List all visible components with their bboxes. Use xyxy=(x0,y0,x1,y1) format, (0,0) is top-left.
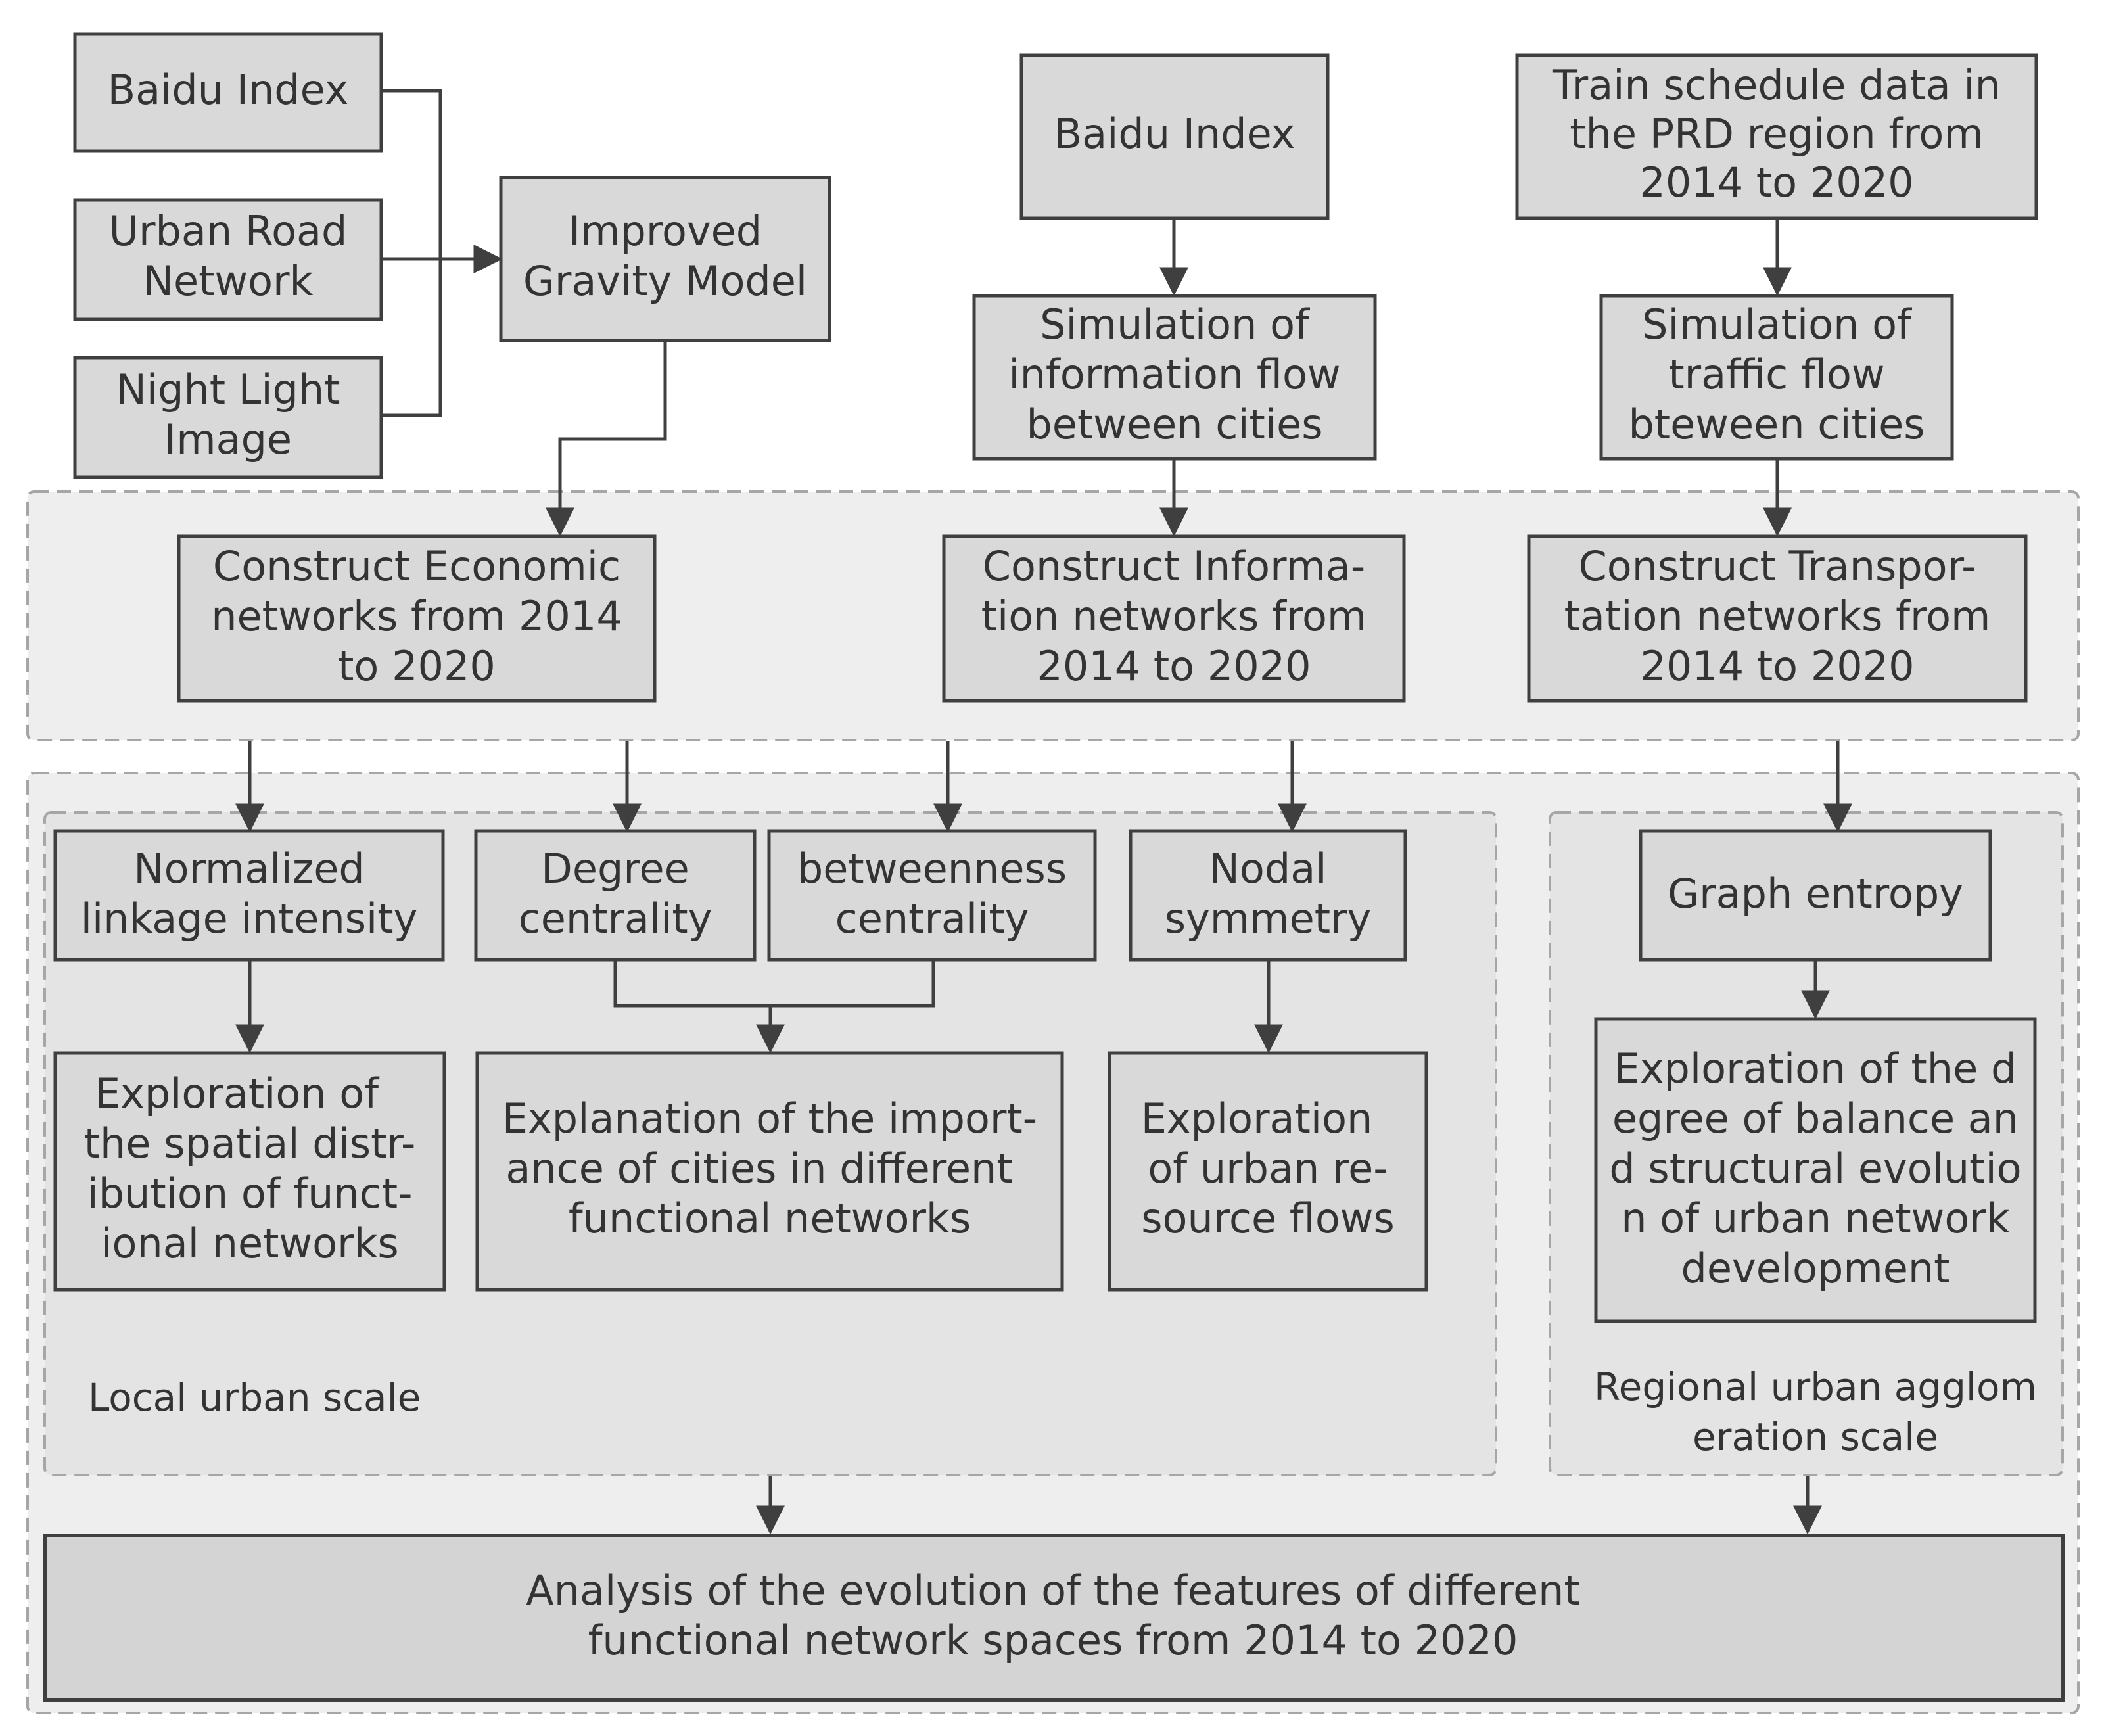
betweenness-line-2: centrality xyxy=(835,895,1029,943)
gravity-model-line-2: Gravity Model xyxy=(523,257,807,305)
night-light-line-1: Night Light xyxy=(116,365,340,413)
degree-line-1: Degree xyxy=(541,845,689,893)
spatial-line-4: ional networks xyxy=(101,1219,398,1267)
final-analysis-box: Analysis of the evolution of the feature… xyxy=(43,1534,2065,1702)
city-importance-box: Explanation of the import- ance of citie… xyxy=(475,1051,1064,1292)
nodal-line-2: symmetry xyxy=(1165,895,1371,943)
information-network-line-1: Construct Informa- xyxy=(983,542,1366,590)
importance-line-1: Explanation of the import- xyxy=(502,1094,1037,1142)
graph-entropy-label: Graph entropy xyxy=(1668,870,1963,918)
train-schedule-box: Train schedule data in the PRD region fr… xyxy=(1515,53,2038,220)
baidu-index-left-label: Baidu Index xyxy=(108,66,349,114)
linkage-line-2: linkage intensity xyxy=(81,895,418,943)
night-light-line-2: Image xyxy=(164,415,292,463)
balance-line-3: d structural evolutio xyxy=(1609,1144,2021,1192)
baidu-index-left-box: Baidu Index xyxy=(73,32,383,153)
info-flow-line-1: Simulation of xyxy=(1040,300,1311,348)
balance-line-4: n of urban network xyxy=(1621,1194,2009,1242)
linkage-line-1: Normalized xyxy=(133,845,365,893)
importance-line-3: functional networks xyxy=(569,1194,971,1242)
spatial-line-1: Exploration of xyxy=(95,1069,380,1117)
info-flow-line-2: information flow xyxy=(1008,350,1340,398)
betweenness-line-1: betweenness xyxy=(797,845,1067,893)
traffic-flow-line-2: traffic flow xyxy=(1668,350,1884,398)
spatial-line-2: the spatial distr- xyxy=(84,1119,416,1167)
urban-road-line-2: Network xyxy=(143,257,314,305)
graph-entropy-box: Graph entropy xyxy=(1639,829,1992,962)
spatial-distribution-box: Exploration of the spatial distr- ibutio… xyxy=(53,1051,446,1292)
transportation-network-line-1: Construct Transpor- xyxy=(1578,542,1976,590)
info-flow-line-3: between cities xyxy=(1026,400,1322,448)
nodal-line-1: Nodal xyxy=(1209,845,1327,893)
balance-line-5: development xyxy=(1681,1244,1950,1292)
linkage-intensity-box: Normalized linkage intensity xyxy=(53,829,445,962)
final-line-1: Analysis of the evolution of the feature… xyxy=(526,1566,1579,1614)
balance-evolution-box: Exploration of the d egree of balance an… xyxy=(1594,1017,2037,1323)
degree-line-2: centrality xyxy=(519,895,712,943)
transportation-network-box: Construct Transpor- tation networks from… xyxy=(1527,534,2028,703)
information-flow-simulation-box: Simulation of information flow between c… xyxy=(972,294,1377,461)
information-network-box: Construct Informa- tion networks from 20… xyxy=(942,534,1406,703)
transportation-network-line-3: 2014 to 2020 xyxy=(1640,642,1914,690)
regional-scale-line-2: eration scale xyxy=(1693,1415,1938,1459)
information-network-line-2: tion networks from xyxy=(981,592,1367,640)
urban-road-line-1: Urban Road xyxy=(109,207,348,255)
local-scale-label: Local urban scale xyxy=(88,1375,421,1420)
regional-scale-line-1: Regional urban agglom xyxy=(1594,1365,2037,1409)
resource-flows-box: Exploration of urban re- source flows xyxy=(1108,1051,1428,1292)
final-line-2: functional network spaces from 2014 to 2… xyxy=(588,1616,1518,1664)
resource-line-3: source flows xyxy=(1141,1194,1395,1242)
importance-line-2: ance of cities in different xyxy=(505,1144,1012,1192)
betweenness-centrality-box: betweenness centrality xyxy=(767,829,1097,962)
degree-centrality-box: Degree centrality xyxy=(474,829,757,962)
resource-line-2: of urban re- xyxy=(1148,1144,1388,1192)
train-schedule-line-2: the PRD region from xyxy=(1570,110,1983,158)
connectors xyxy=(235,89,1852,1535)
traffic-flow-line-3: bteween cities xyxy=(1628,400,1925,448)
economic-network-box: Construct Economic networks from 2014 to… xyxy=(177,534,657,703)
nodal-symmetry-box: Nodal symmetry xyxy=(1129,829,1407,962)
gravity-model-line-1: Improved xyxy=(569,207,762,255)
train-schedule-line-3: 2014 to 2020 xyxy=(1639,158,1913,206)
train-schedule-line-1: Train schedule data in xyxy=(1552,61,2001,109)
baidu-index-mid-label: Baidu Index xyxy=(1054,110,1296,158)
night-light-image-box: Night Light Image xyxy=(73,356,383,479)
traffic-flow-simulation-box: Simulation of traffic flow bteween citie… xyxy=(1599,294,1954,461)
economic-network-line-1: Construct Economic xyxy=(213,542,620,590)
baidu-index-mid-box: Baidu Index xyxy=(1019,53,1330,220)
balance-line-1: Exploration of the d xyxy=(1614,1044,2017,1092)
information-network-line-3: 2014 to 2020 xyxy=(1037,642,1311,690)
improved-gravity-model-box: Improved Gravity Model xyxy=(499,176,831,342)
balance-line-2: egree of balance an xyxy=(1612,1094,2019,1142)
urban-road-network-box: Urban Road Network xyxy=(73,198,383,321)
traffic-flow-line-1: Simulation of xyxy=(1642,300,1913,348)
spatial-line-3: ibution of funct- xyxy=(87,1169,412,1217)
transportation-network-line-2: tation networks from xyxy=(1564,592,1991,640)
resource-line-1: Exploration xyxy=(1141,1094,1373,1142)
economic-network-line-3: to 2020 xyxy=(338,642,496,690)
economic-network-line-2: networks from 2014 xyxy=(211,592,622,640)
